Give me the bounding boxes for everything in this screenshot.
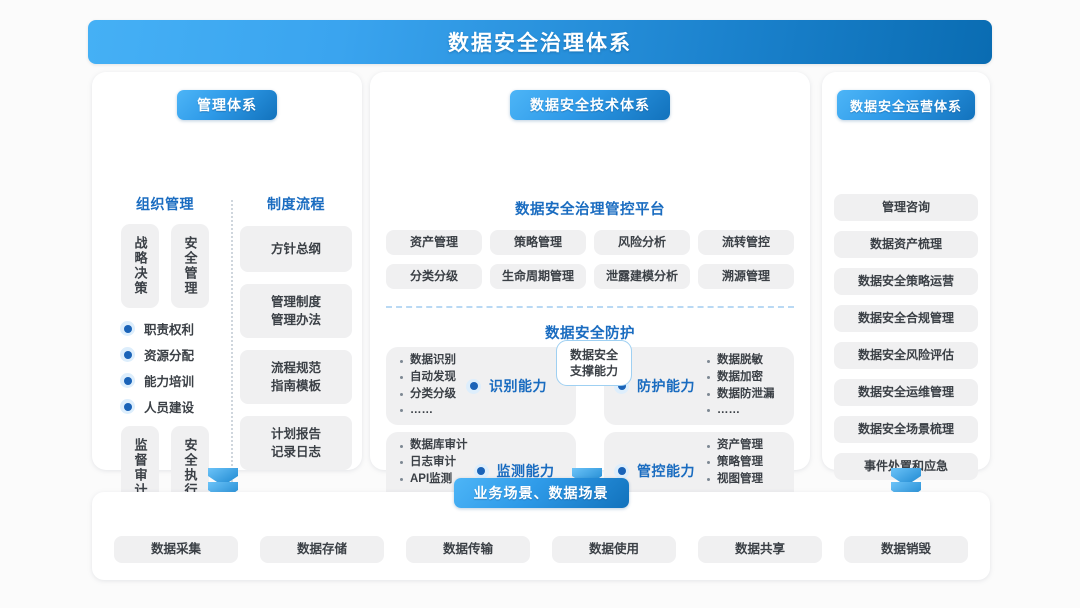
process-chip-report[interactable]: 计划报告 记录日志 <box>240 416 352 470</box>
panel-operations-pill[interactable]: 数据安全运营体系 <box>836 90 975 120</box>
scenario-item-storage[interactable]: 数据存储 <box>260 536 384 563</box>
panel-technology-pill[interactable]: 数据安全技术体系 <box>510 90 670 120</box>
scenario-item-usage[interactable]: 数据使用 <box>552 536 676 563</box>
operations-item-asset-inventory[interactable]: 数据资产梳理 <box>834 231 978 258</box>
org-bullet-item[interactable]: 能力培训 <box>120 369 224 392</box>
capability-item: 数据识别 <box>400 353 456 369</box>
org-top-chip-row: 战略决策 安全管理 <box>106 224 224 308</box>
center-support-capability-badge[interactable]: 数据安全 支撑能力 <box>556 340 632 386</box>
operations-item-ops-maintenance[interactable]: 数据安全运维管理 <box>834 379 978 406</box>
platform-item-risk-analysis[interactable]: 风险分析 <box>594 230 690 255</box>
operations-item-list: 管理咨询 数据资产梳理 数据安全策略运营 数据安全合规管理 数据安全风险评估 数… <box>834 194 978 480</box>
capability-item: 自动发现 <box>400 370 456 386</box>
operations-item-policy-operation[interactable]: 数据安全策略运营 <box>834 268 978 295</box>
management-column-divider <box>231 200 233 530</box>
capability-item: 数据脱敏 <box>707 353 775 369</box>
capability-name-control: 管控能力 <box>614 461 695 481</box>
org-bullet-label: 人员建设 <box>144 401 195 415</box>
panel-scenarios-pill[interactable]: 业务场景、数据场景 <box>453 478 629 508</box>
capability-item-list: 数据识别 自动发现 分类分级 …… <box>400 353 456 418</box>
capability-item: 数据加密 <box>707 370 775 386</box>
capability-item-list: 数据脱敏 数据加密 数据防泄漏 …… <box>707 353 775 418</box>
scenario-item-sharing[interactable]: 数据共享 <box>698 536 822 563</box>
capability-card-identification[interactable]: 数据识别 自动发现 分类分级 …… 识别能力 <box>386 347 576 425</box>
panel-management: 管理体系 组织管理 战略决策 安全管理 职责权利 资源分配 <box>92 72 362 530</box>
panel-technology: 数据安全技术体系 数据安全治理管控平台 资产管理 策略管理 风险分析 流转管控 … <box>370 72 810 510</box>
management-column-org: 组织管理 战略决策 安全管理 职责权利 资源分配 <box>106 194 224 510</box>
process-chip-policy[interactable]: 方针总纲 <box>240 226 352 272</box>
double-chevron-down-icon <box>891 468 921 502</box>
panel-scenarios: 业务场景、数据场景 数据采集 数据存储 数据传输 数据使用 数据共享 数据销毁 <box>92 478 990 580</box>
operations-item-scenario-review[interactable]: 数据安全场景梳理 <box>834 416 978 443</box>
capability-item: 分类分级 <box>400 387 456 403</box>
page-title: 数据安全治理体系 <box>448 32 632 55</box>
org-bullet-list: 职责权利 资源分配 能力培训 人员建设 <box>106 317 224 418</box>
org-bullet-item[interactable]: 职责权利 <box>120 317 224 340</box>
capability-name-identification: 识别能力 <box>466 376 547 396</box>
platform-item-lifecycle-mgmt[interactable]: 生命周期管理 <box>490 264 586 289</box>
operations-item-consulting[interactable]: 管理咨询 <box>834 194 978 221</box>
capability-card-protection[interactable]: 防护能力 数据脱敏 数据加密 数据防泄漏 …… <box>604 347 794 425</box>
platform-item-traceability[interactable]: 溯源管理 <box>698 264 794 289</box>
protection-title: 数据安全防护 <box>545 326 635 342</box>
org-bullet-label: 能力培训 <box>144 375 195 389</box>
capability-name-monitoring: 监测能力 <box>473 461 555 481</box>
platform-title: 数据安全治理管控平台 <box>515 202 665 218</box>
bullet-dot-icon <box>120 399 135 414</box>
capability-item: 视图管理 <box>707 472 763 488</box>
operations-item-risk-assessment[interactable]: 数据安全风险评估 <box>834 342 978 369</box>
platform-item-flow-control[interactable]: 流转管控 <box>698 230 794 255</box>
capability-item: 数据防泄漏 <box>707 387 775 403</box>
bullet-dot-icon <box>120 347 135 362</box>
org-bullet-item[interactable]: 人员建设 <box>120 395 224 418</box>
panel-management-pill[interactable]: 管理体系 <box>177 90 277 120</box>
technology-section-divider <box>386 306 794 308</box>
bullet-dot-icon <box>120 321 135 336</box>
org-chip-strategy[interactable]: 战略决策 <box>121 224 159 308</box>
bullet-dot-icon <box>614 463 629 479</box>
bullet-dot-icon <box>120 373 135 388</box>
capability-item: 策略管理 <box>707 455 763 471</box>
operations-item-compliance-mgmt[interactable]: 数据安全合规管理 <box>834 305 978 332</box>
capability-item: 资产管理 <box>707 438 763 454</box>
column-header-process: 制度流程 <box>267 196 325 212</box>
process-chip-regulation[interactable]: 管理制度 管理办法 <box>240 284 352 338</box>
platform-item-classification[interactable]: 分类分级 <box>386 264 482 289</box>
scenario-item-destruction[interactable]: 数据销毁 <box>844 536 968 563</box>
double-chevron-down-icon <box>208 468 238 502</box>
panel-operations: 数据安全运营体系 管理咨询 数据资产梳理 数据安全策略运营 数据安全合规管理 数… <box>822 72 990 480</box>
org-bullet-label: 职责权利 <box>144 323 195 337</box>
scenario-item-collection[interactable]: 数据采集 <box>114 536 238 563</box>
platform-item-policy-mgmt[interactable]: 策略管理 <box>490 230 586 255</box>
capability-item: API监测 <box>400 472 468 488</box>
org-chip-security-mgmt[interactable]: 安全管理 <box>171 224 209 308</box>
process-chip-standard[interactable]: 流程规范 指南模板 <box>240 350 352 404</box>
capability-item: …… <box>400 403 456 419</box>
capability-item: 日志审计 <box>400 455 468 471</box>
capability-item: 数据库审计 <box>400 438 468 454</box>
org-bullet-label: 资源分配 <box>144 349 195 363</box>
bullet-dot-icon <box>466 378 481 394</box>
platform-item-grid: 资产管理 策略管理 风险分析 流转管控 分类分级 生命周期管理 泄露建模分析 溯… <box>386 230 794 289</box>
management-column-process: 制度流程 方针总纲 管理制度 管理办法 流程规范 指南模板 计划报告 记录日志 <box>240 194 352 470</box>
platform-item-asset-mgmt[interactable]: 资产管理 <box>386 230 482 255</box>
operations-item-incident-response[interactable]: 事件处置和应急 <box>834 453 978 480</box>
scenario-item-transmission[interactable]: 数据传输 <box>406 536 530 563</box>
page-title-bar: 数据安全治理体系 <box>88 20 992 64</box>
capability-item: …… <box>707 403 775 419</box>
bullet-dot-icon <box>473 463 489 479</box>
column-header-org: 组织管理 <box>136 196 194 212</box>
org-bullet-item[interactable]: 资源分配 <box>120 343 224 366</box>
platform-item-leak-modeling[interactable]: 泄露建模分析 <box>594 264 690 289</box>
scenario-item-grid: 数据采集 数据存储 数据传输 数据使用 数据共享 数据销毁 <box>114 536 968 563</box>
